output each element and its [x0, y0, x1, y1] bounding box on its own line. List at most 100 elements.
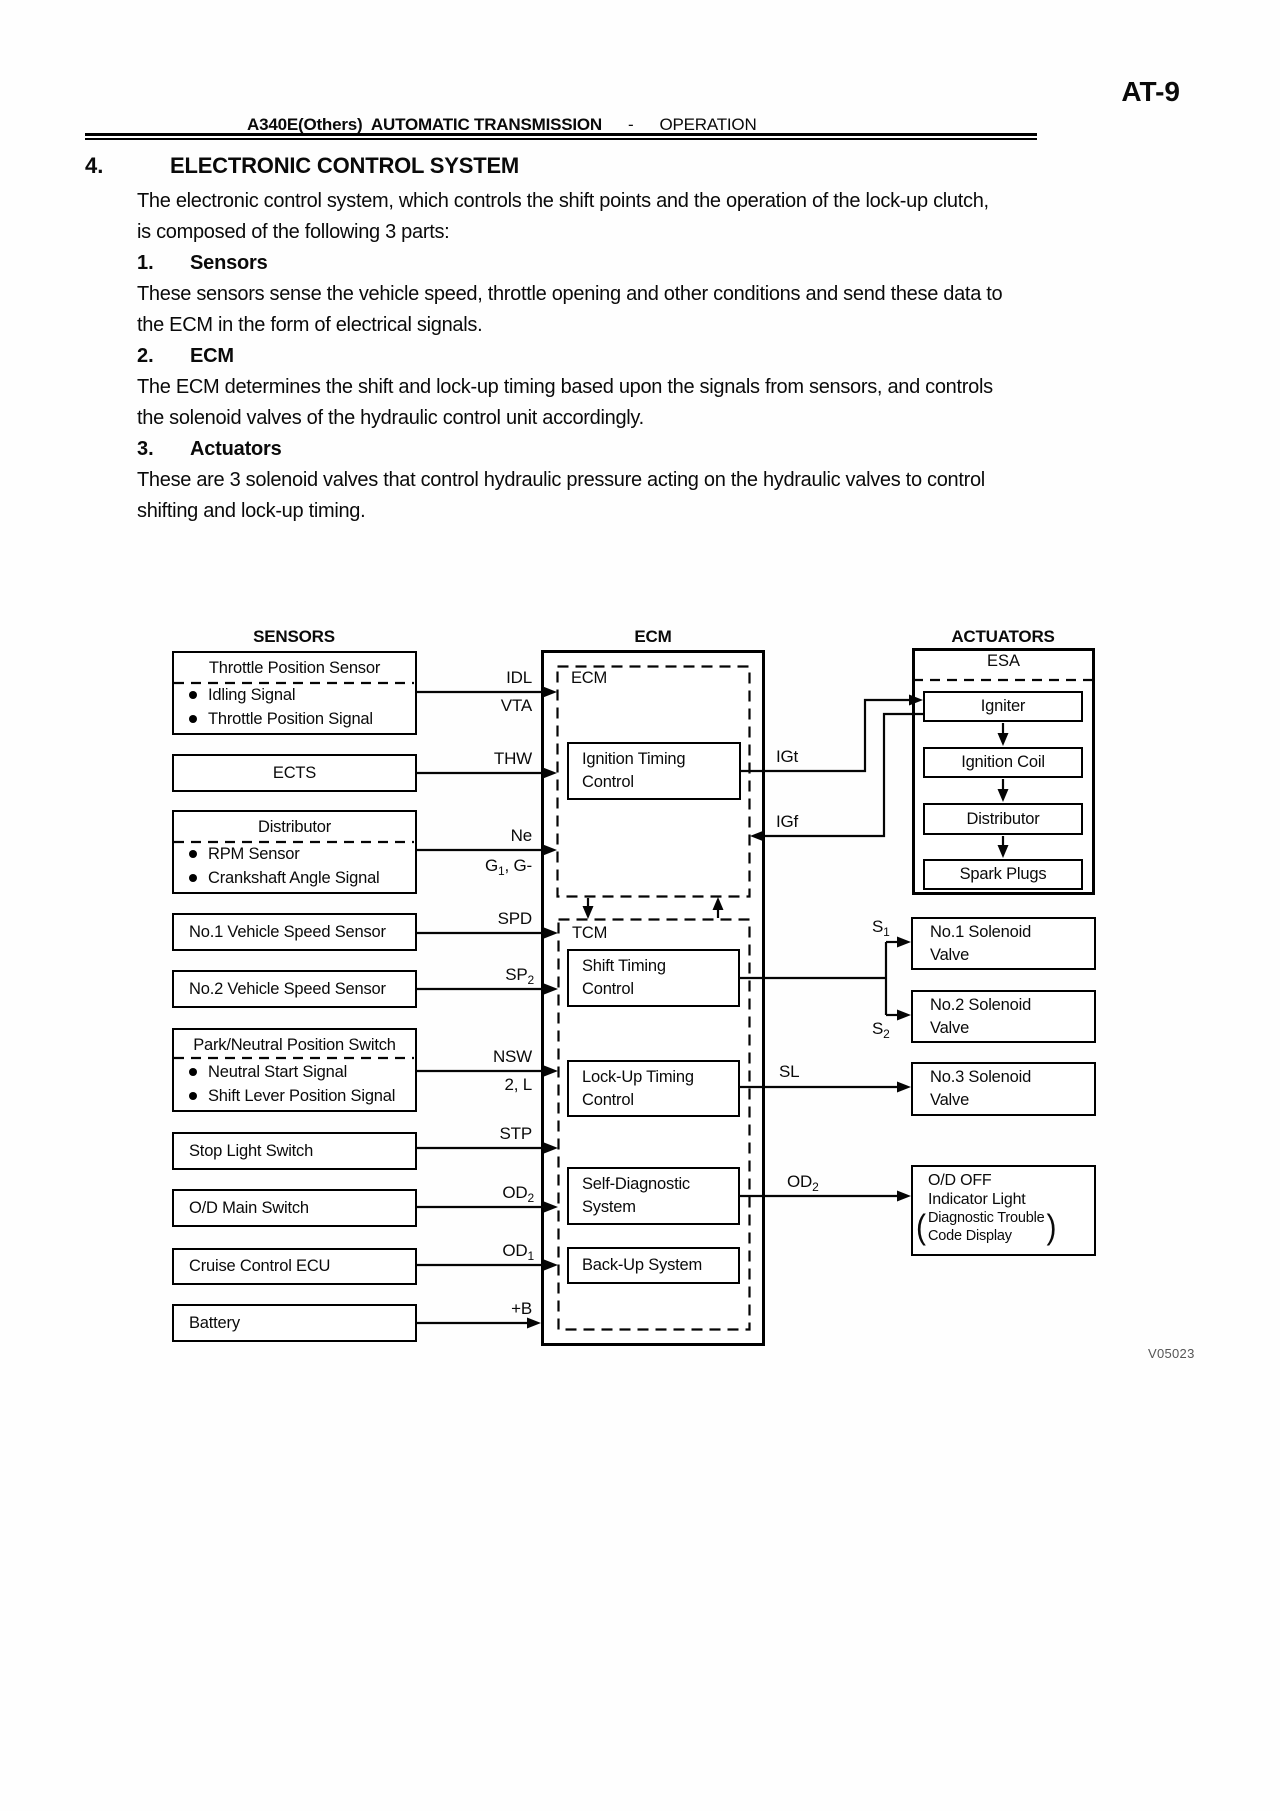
sensor-title: No.1 Vehicle Speed Sensor [189, 922, 386, 941]
signal-label-thw: THW [493, 749, 532, 768]
signal-label-igf: IGf [776, 812, 799, 831]
signal-label-nsw: NSW [492, 1047, 532, 1066]
actuator-box-igniter: Igniter [923, 691, 1083, 722]
intro-line: The electronic control system, which con… [137, 190, 989, 212]
bullet-label: Idling Signal [208, 685, 296, 704]
actuator-line: No.3 Solenoid [930, 1068, 1032, 1086]
block-line: Back-Up System [582, 1256, 703, 1274]
subsection-number: 3. [137, 438, 154, 460]
odoff-line: Indicator Light [928, 1191, 1026, 1208]
subsection-title: Actuators [190, 438, 282, 460]
subsection-title: ECM [190, 345, 234, 367]
odoff-paren-note: ( Diagnostic Trouble Code Display ) [913, 1207, 1094, 1246]
actuator-box-no1-solenoid-valve: No.1 Solenoid Valve [911, 917, 1096, 970]
body-line: The ECM determines the shift and lock-up… [137, 376, 993, 398]
signal-label-od2-out: OD2 [787, 1172, 819, 1194]
sensor-box-od-main-switch: O/D Main Switch [172, 1189, 417, 1227]
bullet-icon [189, 715, 197, 723]
sensor-title: No.2 Vehicle Speed Sensor [189, 979, 386, 998]
header-rule-thick [85, 133, 1037, 136]
paren-line: Diagnostic Trouble [928, 1210, 1045, 1226]
sensor-title: Throttle Position Sensor [208, 658, 381, 677]
block-lockup-timing-control: Lock-Up Timing Control [567, 1060, 740, 1117]
actuator-box-ignition-coil: Ignition Coil [923, 747, 1083, 778]
block-line: Control [582, 980, 634, 998]
signal-label-s2: S2 [872, 1019, 890, 1041]
intro-line: is composed of the following 3 parts: [137, 221, 450, 243]
subsection-number: 1. [137, 252, 154, 274]
sensor-title: Park/Neutral Position Switch [193, 1035, 396, 1054]
wire-igt [740, 698, 912, 773]
signal-label-vta: VTA [500, 696, 532, 715]
ecm-inner-label: ECM [571, 669, 608, 687]
paren-close: ) [1046, 1207, 1057, 1246]
bullet-icon [189, 1068, 197, 1076]
sensor-title: Cruise Control ECU [189, 1257, 331, 1275]
sensor-box-throttle-position-sensor: Throttle Position Sensor Idling Signal T… [172, 651, 417, 735]
figure-code: V05023 [1148, 1346, 1195, 1361]
actuator-line: Valve [930, 946, 970, 964]
sensor-bullet-row: Idling Signal [174, 683, 415, 707]
sensor-bullet-row: RPM Sensor [174, 842, 415, 866]
block-line: Lock-Up Timing [582, 1068, 694, 1086]
sensor-box-no1-vehicle-speed-sensor: No.1 Vehicle Speed Sensor [172, 913, 417, 951]
signal-label-ne: Ne [510, 826, 533, 845]
esa-label: ESA [986, 652, 1021, 670]
actuator-title: Igniter [980, 697, 1026, 715]
actuator-box-no3-solenoid-valve: No.3 Solenoid Valve [911, 1062, 1096, 1116]
actuator-line: Valve [930, 1091, 970, 1109]
odoff-line: O/D OFF [928, 1172, 992, 1189]
header-rule-thin [85, 138, 1037, 140]
body-line: shifting and lock-up timing. [137, 500, 366, 522]
signal-label-igt: IGt [776, 747, 799, 766]
sensor-title: Distributor [258, 817, 331, 836]
sensor-bullet-row: Shift Lever Position Signal [174, 1084, 415, 1108]
block-line: Ignition Timing [582, 750, 686, 768]
section-number: 4. [85, 153, 104, 178]
signal-label-stp: STP [499, 1124, 533, 1143]
block-line: Control [582, 773, 634, 791]
section-title: ELECTRONIC CONTROL SYSTEM [170, 153, 520, 178]
sensor-box-battery: Battery [172, 1304, 417, 1342]
subsection-title: Sensors [190, 252, 268, 274]
sensor-title: O/D Main Switch [189, 1198, 309, 1217]
actuator-title: Ignition Coil [961, 753, 1045, 771]
signal-label-od2-in: OD2 [502, 1183, 534, 1205]
sensor-bullet-row: Throttle Position Signal [174, 707, 415, 731]
signal-label-sl: SL [779, 1062, 800, 1081]
column-header-actuators: ACTUATORS [951, 627, 1055, 646]
actuator-title: Spark Plugs [959, 865, 1047, 883]
body-line: the ECM in the form of electrical signal… [137, 314, 483, 336]
document-header: A340E(Others) AUTOMATIC TRANSMISSION-OPE… [247, 115, 757, 135]
block-line: System [582, 1198, 636, 1216]
actuator-box-spark-plugs: Spark Plugs [923, 859, 1083, 890]
block-line: Control [582, 1091, 634, 1109]
body-line: the solenoid valves of the hydraulic con… [137, 407, 644, 429]
signal-label-od1-in: OD1 [502, 1241, 534, 1263]
actuator-box-od-off-indicator-light: O/D OFF Indicator Light ( Diagnostic Tro… [911, 1165, 1096, 1256]
column-header-ecm: ECM [634, 627, 672, 646]
signal-label-sp2: SP2 [505, 965, 534, 987]
column-header-sensors: SENSORS [253, 627, 335, 646]
actuator-line: No.2 Solenoid [930, 996, 1032, 1014]
bullet-label: Neutral Start Signal [208, 1062, 348, 1081]
bullet-icon [189, 874, 197, 882]
body-line: These are 3 solenoid valves that control… [137, 469, 985, 491]
tcm-label: TCM [572, 924, 608, 942]
block-self-diagnostic-system: Self-Diagnostic System [567, 1167, 740, 1225]
bullet-label: Shift Lever Position Signal [208, 1086, 396, 1105]
bullet-label: Crankshaft Angle Signal [208, 868, 380, 887]
sensor-bullet-row: Crankshaft Angle Signal [174, 866, 415, 890]
actuator-line: Valve [930, 1019, 970, 1037]
bullet-icon [189, 850, 197, 858]
signal-label-g1-g: G1, G- [484, 856, 532, 878]
sensor-title: ECTS [272, 763, 317, 782]
sensor-title: Stop Light Switch [189, 1141, 314, 1160]
actuator-title: Distributor [966, 809, 1040, 828]
paren-line: Code Display [928, 1227, 1012, 1244]
block-ignition-timing-control: Ignition Timing Control [567, 742, 741, 800]
bullet-label: Throttle Position Signal [208, 709, 373, 728]
body-line: These sensors sense the vehicle speed, t… [137, 283, 1003, 305]
sensor-box-ects: ECTS [172, 754, 417, 792]
actuator-box-distributor: Distributor [923, 803, 1083, 835]
